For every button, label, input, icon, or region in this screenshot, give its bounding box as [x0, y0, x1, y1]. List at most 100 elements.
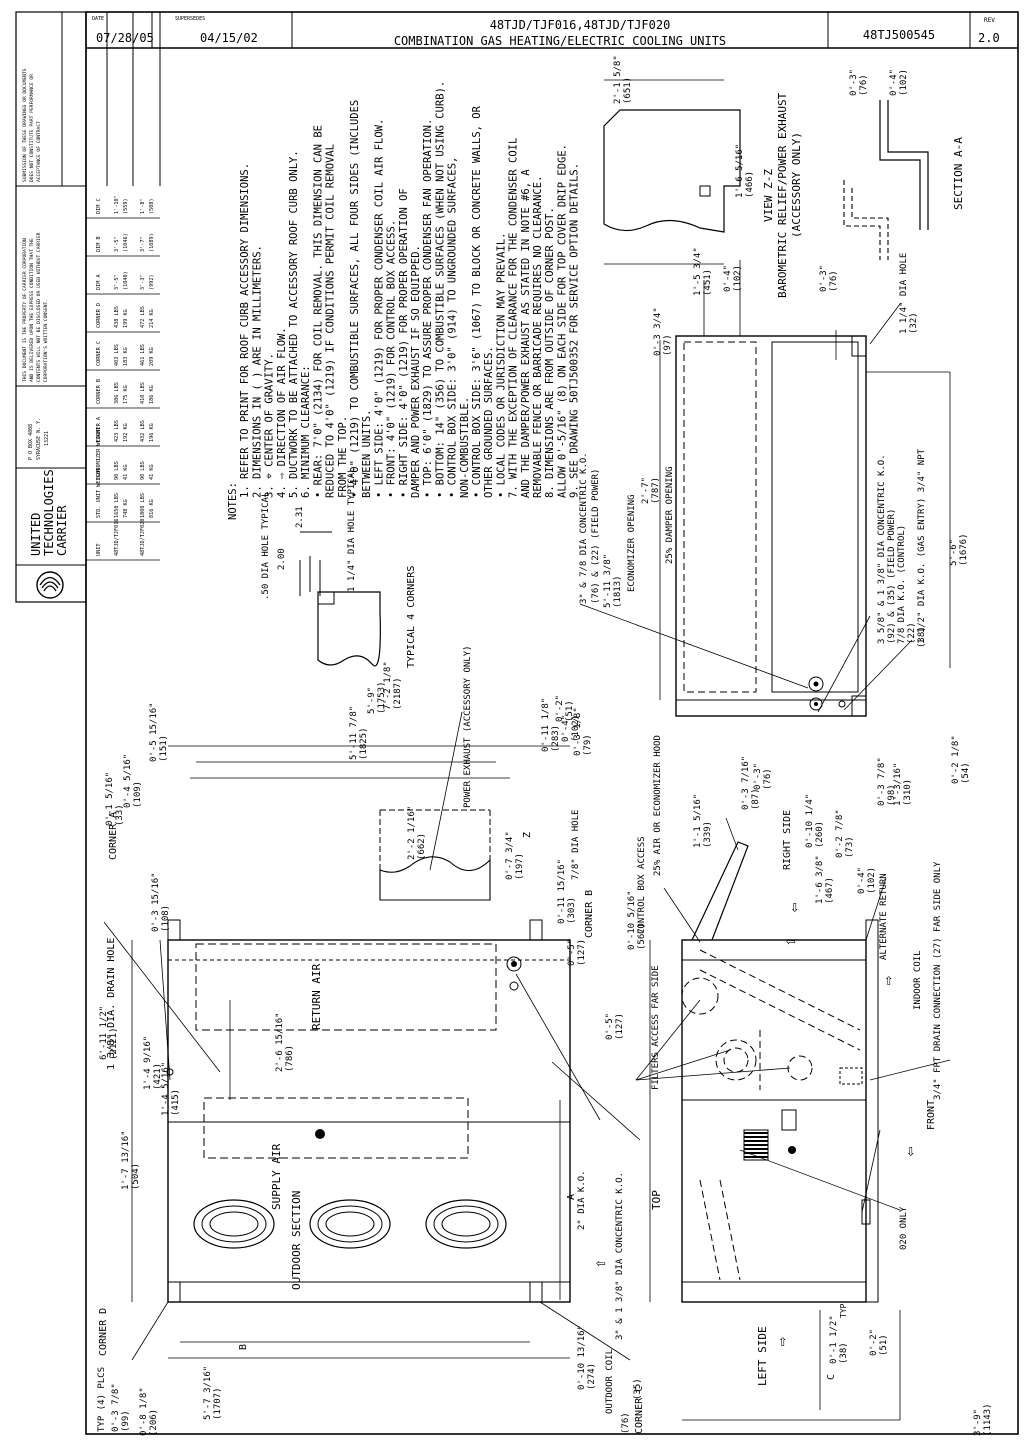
model-title: 48TJD/TJF016,48TJD/TJF020	[490, 18, 671, 32]
table-cell: 41 KG	[123, 464, 129, 480]
note-line: • TOP: 6'0" (1829) TO ASSURE PROPER COND…	[422, 119, 434, 498]
dimension-label: 0'-11 15/16"	[557, 859, 567, 924]
dimension-label: 0'-3"	[849, 69, 859, 96]
table-header: ECONOMIZER WEIGHT	[96, 427, 102, 480]
dimension-label: (127)	[615, 1013, 625, 1040]
dimension-label: (421)	[153, 1063, 163, 1090]
dimension-label: (1753)	[377, 681, 387, 714]
note-line: • CONTROL BOX SIDE: 3'6" (1067) TO BLOCK…	[471, 105, 483, 498]
dimension-label: 0'-7 3/4"	[505, 831, 515, 880]
dimension-label: 2'-2 1/16"	[407, 806, 417, 860]
title-block: DATE 07/28/05 SUPERSEDES 04/15/02 48TJD/…	[86, 12, 1018, 49]
table-cell: 209 KG	[149, 347, 155, 366]
table-header: CORNER A	[96, 416, 102, 442]
dimension-label: 0'-4"	[723, 265, 733, 292]
ko-76-label: (76)	[621, 1412, 631, 1434]
dimension-label: 0'-2 1/8"	[951, 735, 961, 784]
ko-35-label: (35)	[633, 1378, 643, 1400]
table-cell: 748 KG	[123, 499, 129, 518]
dim-200: 2.00	[277, 548, 287, 570]
ko-concentric-label: 3" & 1 3/8" DIA CONCENTRIC K.O.	[615, 1172, 625, 1340]
note-line: BETWEEN UNITS.	[361, 409, 373, 498]
front-label: FRONT	[926, 1100, 937, 1130]
sheet-border	[85, 11, 1019, 1435]
dimension-label: 2'-6 15/16"	[275, 1012, 285, 1072]
section-profile	[879, 100, 929, 230]
hood-label: 25% AIR OR ECONOMIZER HOOD	[653, 735, 663, 876]
dimension-label: (109)	[133, 781, 143, 808]
note-line: 3. ⌖ CENTER OF GRAVITY.	[264, 353, 276, 498]
table-cell: 472 LBS	[140, 306, 146, 328]
dimension-label: (415)	[171, 1089, 181, 1116]
economizer-opening	[683, 341, 757, 693]
note-line: 8. DIMENSIONS ARE FROM OUTSIDE OF CORNER…	[544, 207, 556, 498]
table-header: DIM C	[96, 198, 102, 214]
dimension-label: 1'-5 3/4"	[693, 247, 703, 296]
note-line: • RIGHT SIDE: 4'0" (1219) FOR PROPER OPE…	[398, 188, 410, 498]
dimension-label: (787)	[651, 477, 661, 504]
dimension-label: 6'-11 1/2"	[99, 1006, 109, 1060]
filters-label: FILTERS ACCESS FAR SIDE	[651, 965, 661, 1090]
dimension-label: (79)	[583, 734, 593, 756]
table-cell: (559)	[123, 198, 129, 214]
rev-label: REV	[984, 17, 995, 24]
dimension-label: 1'-6 3/8"	[815, 855, 825, 904]
note-line: • BOTTOM: 14" (356) TO COMBUSTIBLE SURFA…	[434, 81, 446, 498]
ko-2-dia	[509, 981, 519, 991]
table-cell: 48TJD/TJF016	[114, 519, 120, 556]
dimension-label: 5'-11 7/8"	[349, 706, 359, 760]
hole-114-typical-label: 1 1/4" DIA HOLE TYPICAL	[347, 467, 357, 592]
left-side-view: ⇩ ⇦ ⇩ ⇧ ⇧ 0'-10 5/16"(567)1'-1 5/16"(339…	[627, 735, 993, 1436]
supersedes-label: SUPERSEDES	[175, 16, 205, 22]
power-exhaust-hood	[379, 856, 491, 901]
dimension-label: 0'-1 5/16"	[105, 772, 115, 826]
table-header: CORNER D	[96, 303, 102, 328]
louver-grille	[743, 1129, 769, 1161]
dimension-label: 0'-10 13/16"	[577, 1325, 587, 1390]
ko-78	[838, 700, 846, 708]
property-notice: THIS DOCUMENT IS THE PROPERTY OF CARRIER…	[22, 232, 49, 382]
table-cell: 1'-10"	[114, 195, 120, 214]
company-line1: UNITED	[29, 513, 43, 556]
condenser-fan	[425, 1199, 507, 1249]
table-cell: 1650 LBS	[114, 493, 120, 518]
dimension-label: (1143)	[983, 1403, 993, 1436]
airflow-arrow: ⇩	[906, 1141, 916, 1160]
dimension-label: (1676)	[959, 533, 969, 566]
dimension-label: (127)	[577, 939, 587, 966]
dimension-label: 0'-3 7/16"	[741, 756, 751, 810]
table-cell: 1800 LBS	[140, 493, 146, 518]
table-header: DIM A	[96, 274, 102, 290]
table-cell: 1'-8"	[140, 198, 146, 214]
dimension-label: (102)	[867, 867, 877, 894]
table-cell: 41 KG	[149, 464, 155, 480]
ko-78-label: 7/8 DIA K.O. (CONTROL)	[897, 525, 907, 644]
dimension-label: 0'-2 7/8"	[835, 809, 845, 858]
table-cell: 3'-3"	[140, 274, 146, 290]
dimension-label: 0'-8 1/8"	[139, 1387, 149, 1436]
note-line: • FRONT: 4'0" (1219) FOR CONTROL BOX ACC…	[386, 220, 398, 498]
airflow-arrow: ⇧	[778, 1331, 788, 1350]
dimension-label: (102)	[571, 715, 581, 742]
dimension-label: (451)	[703, 269, 713, 296]
note-line: • LOCAL CODES OR JURISDICTION MAY PREVAI…	[495, 232, 507, 498]
table-cell: 175 KG	[123, 385, 129, 404]
dim-c-label: C	[826, 1374, 837, 1380]
dim-z-label: Z	[522, 832, 533, 838]
table-cell: 386 LBS	[114, 382, 120, 404]
view-zz-dims: 2'-1 5/8"(651)1'-6 5/16"(466)	[613, 55, 755, 198]
dimension-label: 0'-4"	[561, 715, 571, 742]
ko-3-78	[808, 676, 824, 692]
table-cell: 90 LBS	[114, 461, 120, 480]
notice2-line: ACCEPTANCE OF CONTRACT	[36, 121, 42, 182]
note-line: NON-COMBUSTIBLE.	[459, 397, 471, 498]
condenser-fan	[309, 1199, 391, 1249]
dimension-label: 5'-9"	[367, 687, 377, 714]
dimension-label: (651)	[623, 77, 633, 104]
table-cell: 403 LBS	[114, 344, 120, 366]
dimension-label: (102)	[899, 69, 909, 96]
dimension-label: (310)	[903, 779, 913, 806]
dimension-label: 1'-3/16"	[893, 763, 903, 806]
condenser-fan	[193, 1199, 275, 1249]
view-zz-subtitle2: (ACCESSORY ONLY)	[790, 132, 803, 238]
